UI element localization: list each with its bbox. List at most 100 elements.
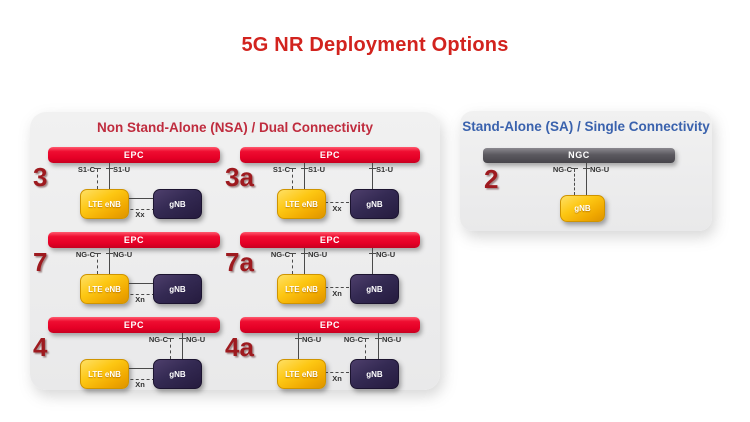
ngc-tick-icon: [167, 338, 174, 339]
ngc-bar-label: NGC: [568, 150, 590, 160]
option-7-cell: EPC 7 NG-C NG-U Xn LTE eNB gNB: [32, 232, 222, 317]
gnb-s1u-line: [372, 163, 373, 189]
ngu-label: NG-U: [590, 165, 610, 174]
gnb-ngu-line: [372, 248, 373, 274]
ngu-line: [109, 248, 110, 274]
option-2-number: 2: [484, 164, 499, 194]
lte-enb-label: LTE eNB: [285, 199, 318, 209]
enb-ngu-tick-icon: [295, 338, 302, 339]
xx-label: Xx: [135, 210, 145, 219]
ngc-line: [292, 254, 293, 274]
xx-line: [125, 209, 155, 210]
epc-bar-label: EPC: [319, 150, 341, 160]
gnb-node: gNB: [153, 274, 202, 304]
lte-enb-label: LTE eNB: [285, 369, 318, 379]
lte-enb-label: LTE eNB: [88, 369, 121, 379]
epc-bar: EPC: [48, 232, 220, 248]
s1c-line: [97, 169, 98, 189]
ngu-line: [586, 163, 587, 195]
nsa-panel-header: Non Stand-Alone (NSA) / Dual Connectivit…: [96, 120, 373, 135]
lte-enb-label: LTE eNB: [88, 284, 121, 294]
xn-label: Xn: [135, 295, 145, 304]
ngu-label: NG-U: [113, 250, 133, 259]
epc-bar-label: EPC: [123, 150, 145, 160]
lte-enb-node: LTE eNB: [277, 359, 326, 389]
xn-label: Xn: [332, 374, 342, 383]
option-7-number: 7: [33, 247, 48, 277]
ngc-line: [97, 254, 98, 274]
enb-ngu-line: [298, 333, 299, 359]
option-4-number: 4: [33, 332, 48, 362]
xn-line: [125, 294, 155, 295]
gnb-label: gNB: [366, 284, 383, 294]
enb-ngu-label: NG-U: [302, 335, 322, 344]
enb-gnb-line: [127, 368, 153, 369]
option-2-cell: NGC 2 NG-C NG-U gNB: [460, 148, 712, 228]
gnb-ngc-label: NG-C: [343, 335, 363, 344]
gnb-ngu-label: NG-U: [382, 335, 402, 344]
gnb-s1u-tick-icon: [369, 168, 376, 169]
ngc-label: NG-C: [270, 250, 290, 259]
epc-bar: EPC: [48, 147, 220, 163]
gnb-node: gNB: [350, 359, 399, 389]
s1u-line: [304, 163, 305, 189]
xn-line: [125, 379, 155, 380]
gnb-node: gNB: [350, 189, 399, 219]
ngc-label: NG-C: [148, 335, 168, 344]
epc-bar-label: EPC: [319, 320, 341, 330]
gnb-label: gNB: [169, 284, 186, 294]
sa-panel-header: Stand-Alone (SA) / Single Connectivity: [462, 119, 710, 134]
gnb-ngu-line: [378, 333, 379, 359]
ngc-label: NG-C: [552, 165, 572, 174]
xn-line: [325, 287, 349, 288]
s1u-line: [109, 163, 110, 189]
option-4a-number: 4a: [225, 332, 254, 362]
lte-enb-label: LTE eNB: [285, 284, 318, 294]
lte-enb-node: LTE eNB: [277, 274, 326, 304]
gnb-ngu-label: NG-U: [376, 250, 396, 259]
option-3a-cell: EPC 3a S1-C S1-U S1-U Xx LTE eNB gNB: [224, 147, 422, 232]
option-4-cell: EPC 4 NG-C NG-U Xn LTE eNB gNB: [32, 317, 222, 402]
nsa-panel: Non Stand-Alone (NSA) / Dual Connectivit…: [30, 112, 440, 390]
gnb-node: gNB: [560, 195, 605, 222]
s1c-tick-icon: [289, 168, 296, 169]
lte-enb-node: LTE eNB: [80, 274, 129, 304]
gnb-label: gNB: [169, 369, 186, 379]
ngu-label: NG-U: [308, 250, 328, 259]
epc-bar-label: EPC: [123, 235, 145, 245]
lte-enb-node: LTE eNB: [80, 359, 129, 389]
epc-bar: EPC: [48, 317, 220, 333]
ngu-line: [182, 333, 183, 359]
ngu-tick-icon: [583, 168, 590, 169]
s1c-line: [292, 169, 293, 189]
gnb-s1u-label: S1-U: [376, 165, 394, 174]
gnb-ngu-tick-icon: [375, 338, 382, 339]
s1u-tick-icon: [106, 168, 113, 169]
lte-enb-node: LTE eNB: [80, 189, 129, 219]
sa-panel: Stand-Alone (SA) / Single Connectivity N…: [460, 111, 712, 231]
option-4a-cell: EPC 4a NG-U NG-C NG-U Xn LTE eNB gNB: [224, 317, 422, 402]
enb-gnb-line: [127, 283, 153, 284]
gnb-node: gNB: [350, 274, 399, 304]
epc-bar-label: EPC: [123, 320, 145, 330]
ngc-line: [170, 339, 171, 359]
s1u-label: S1-U: [113, 165, 131, 174]
s1c-label: S1-C: [77, 165, 95, 174]
gnb-ngc-tick-icon: [362, 338, 369, 339]
ngc-label: NG-C: [75, 250, 95, 259]
ngc-tick-icon: [289, 253, 296, 254]
ngu-tick-icon: [301, 253, 308, 254]
s1c-tick-icon: [94, 168, 101, 169]
gnb-label: gNB: [574, 204, 591, 213]
s1u-label: S1-U: [308, 165, 326, 174]
xx-line: [325, 202, 349, 203]
gnb-label: gNB: [169, 199, 186, 209]
option-3-number: 3: [33, 162, 48, 192]
s1u-tick-icon: [301, 168, 308, 169]
option-7a-cell: EPC 7a NG-C NG-U NG-U Xn LTE eNB gNB: [224, 232, 422, 317]
s1c-label: S1-C: [272, 165, 290, 174]
page-title: 5G NR Deployment Options: [241, 34, 509, 56]
lte-enb-label: LTE eNB: [88, 199, 121, 209]
option-3-cell: EPC 3 S1-C S1-U Xx LTE eNB gNB: [32, 147, 222, 232]
